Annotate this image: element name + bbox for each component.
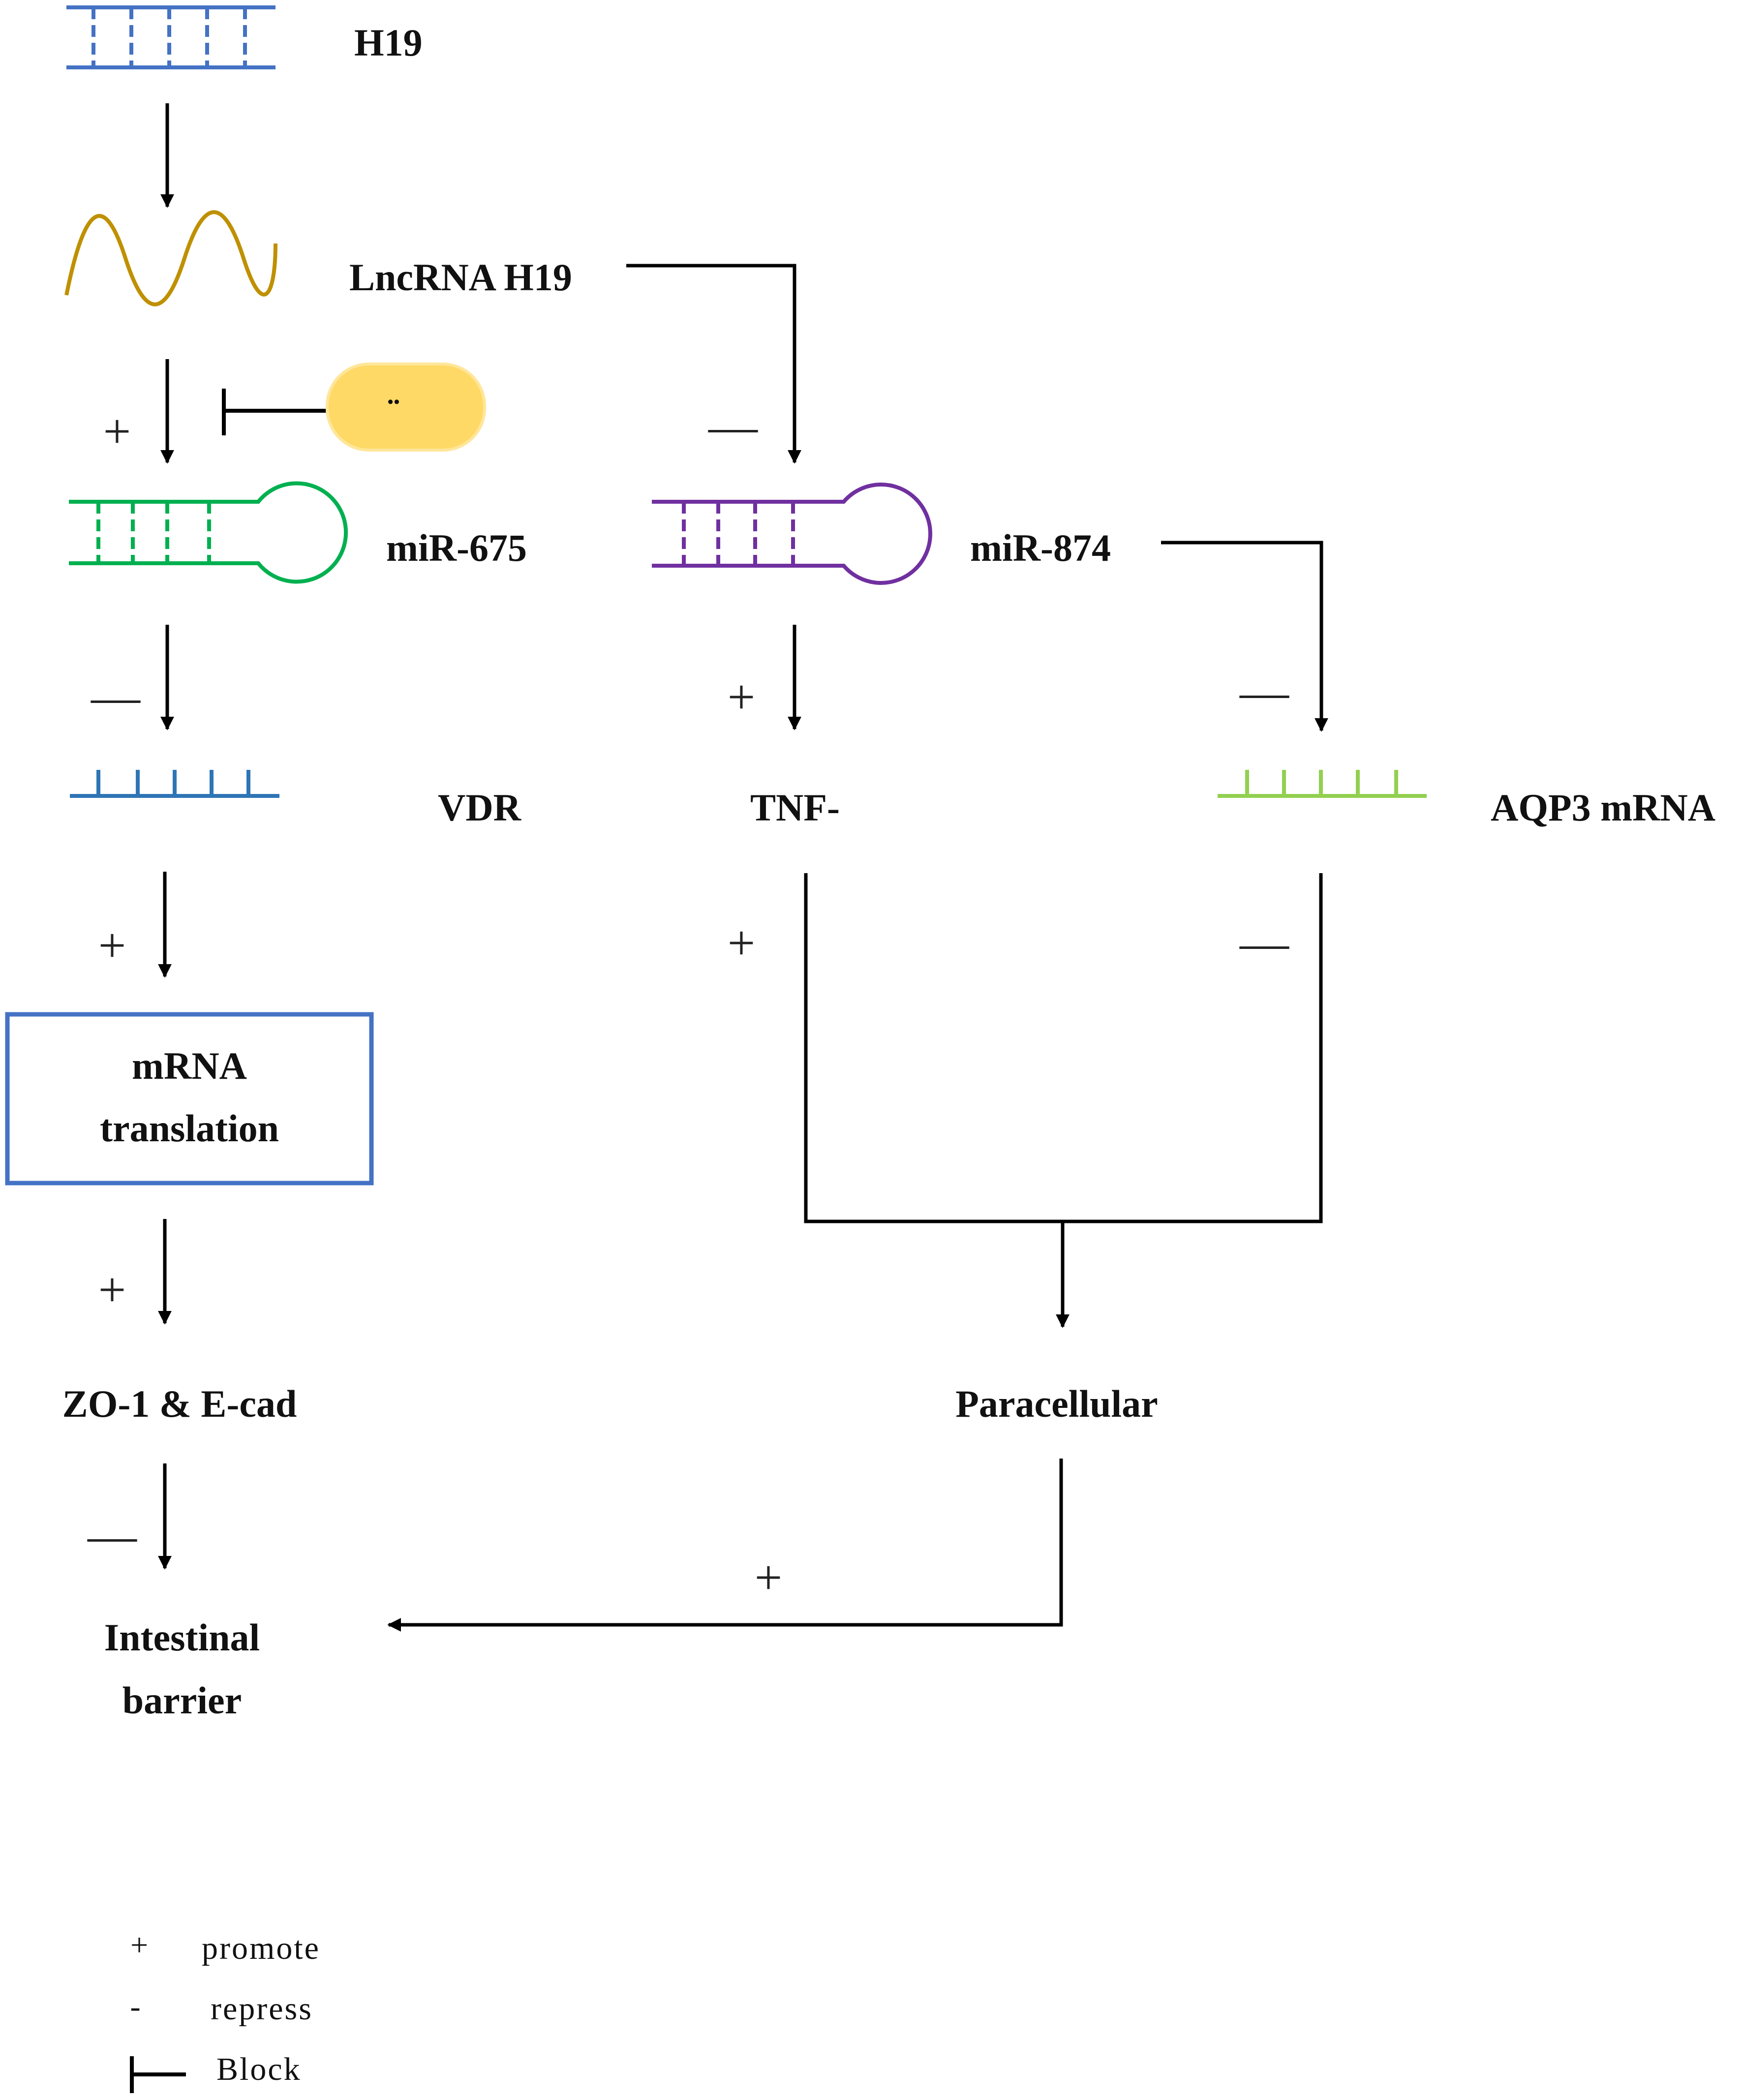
lncrna-wave-icon [64, 210, 277, 306]
arrow-lncrna-to-mir874 [626, 264, 801, 464]
mrna-translation-line1: mRNA [132, 1044, 247, 1087]
legend: + promote - repress Block [130, 1927, 320, 2093]
sign-tnf-to-paracellular: + [728, 915, 755, 970]
h19-label: H19 [354, 21, 423, 64]
aqp3-mrna-icon [1218, 770, 1427, 798]
inhibitor-label: ¨ [387, 391, 400, 434]
sign-paracellular-to-barrier: + [755, 1550, 782, 1605]
sign-mir874-to-tnf: + [728, 670, 755, 724]
inhibitor-pill [326, 363, 486, 452]
sign-aqp3-to-paracellular: — [1239, 915, 1289, 970]
sign-translation-to-zo1: + [98, 1262, 126, 1317]
legend-promote-label: promote [202, 1930, 320, 1966]
sign-lnc-to-mir675: + [103, 404, 131, 458]
sign-vdr-to-translation: + [98, 918, 126, 973]
legend-promote-symbol: + [130, 1927, 148, 1962]
sign-mir675-to-vdr: — [91, 670, 141, 724]
paracellular-label: Paracellular [955, 1382, 1158, 1425]
sign-zo1-to-barrier: — [87, 1508, 137, 1563]
mrna-translation-box [5, 1012, 374, 1186]
mir675-label: miR-675 [386, 526, 527, 569]
legend-block-icon [130, 2056, 186, 2093]
legend-block-label: Block [216, 2051, 302, 2087]
h19-dna-icon [66, 5, 275, 69]
mir874-label: miR-874 [970, 526, 1111, 569]
intestinal-barrier-line2: barrier [122, 1679, 242, 1722]
lncrna-h19-label: LncRNA H19 [349, 256, 572, 299]
arrow-paracellular-to-barrier [387, 1459, 1063, 1632]
mrna-translation-line2: translation [100, 1107, 279, 1150]
sign-mir874-to-aqp3: — [1239, 665, 1289, 719]
vdr-label: VDR [438, 786, 522, 829]
mir874-hairpin-icon [652, 483, 932, 585]
sign-lnc-to-mir874: — [708, 399, 758, 454]
aqp3-label: AQP3 mRNA [1491, 786, 1715, 829]
legend-repress-label: repress [211, 1991, 313, 2027]
intestinal-barrier-line1: Intestinal [104, 1616, 260, 1659]
legend-repress-symbol: - [130, 1989, 140, 2024]
mir675-hairpin-icon [69, 481, 348, 584]
tnf-label: TNF- [750, 786, 840, 829]
vdr-mrna-icon [70, 770, 279, 798]
block-inhibitor-line [222, 389, 327, 435]
arrow-mir874-to-aqp3 [1161, 541, 1328, 732]
zo1-ecad-label: ZO-1 & E-cad [62, 1382, 297, 1425]
